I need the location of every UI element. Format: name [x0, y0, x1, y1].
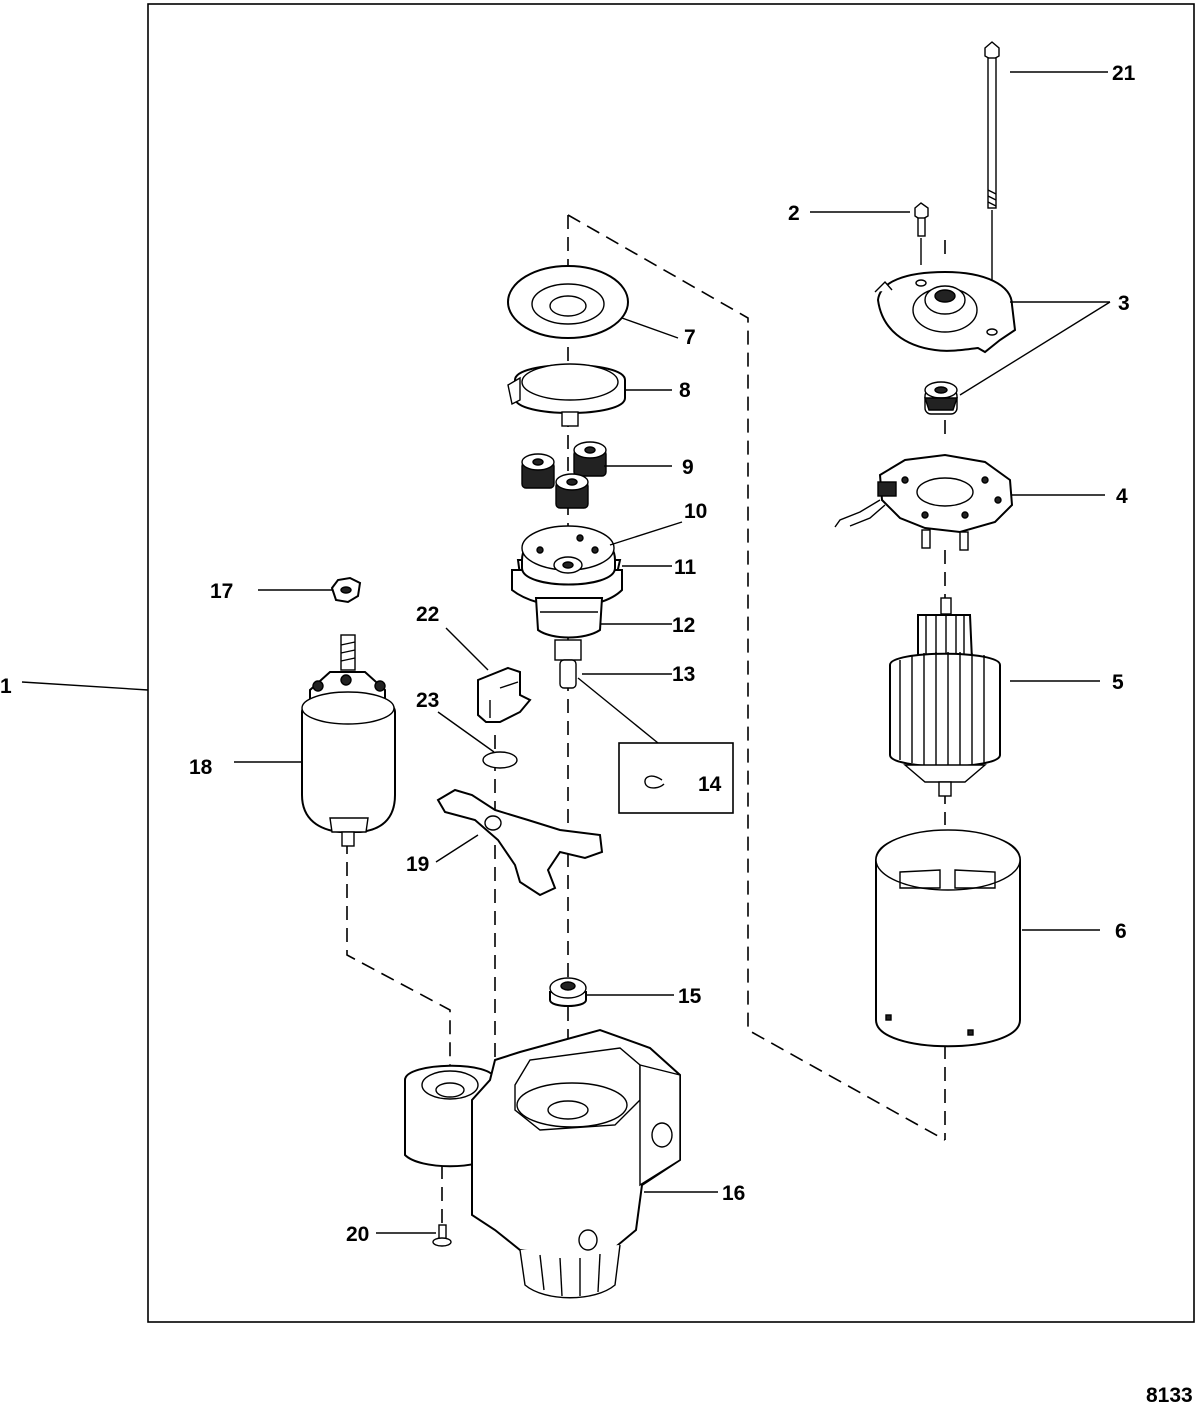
figure-number: 8133: [1146, 1384, 1193, 1406]
callout-13: 13: [672, 663, 695, 686]
solenoid-nut: [330, 576, 362, 604]
callout-15: 15: [678, 985, 702, 1008]
clip-inset: [577, 677, 734, 814]
callout-18: 18: [189, 756, 213, 779]
leader-lines: [21, 71, 1111, 1234]
callout-1: 1: [0, 675, 12, 698]
callout-16: 16: [722, 1182, 745, 1205]
planet-gears: [521, 441, 607, 509]
end-cap-screw: [914, 202, 929, 265]
shift-fork: [436, 788, 604, 897]
plunger-stop: [477, 666, 532, 723]
retainer-ring: [507, 363, 626, 427]
motor-housing: [875, 829, 1021, 1048]
callout-11: 11: [674, 556, 697, 579]
callout-9: 9: [682, 456, 694, 479]
drive-bushing: [549, 977, 587, 1007]
callout-21: 21: [1112, 62, 1136, 85]
armature: [889, 597, 1001, 797]
bearing: [924, 381, 958, 415]
callout-5: 5: [1112, 671, 1124, 694]
callout-23: 23: [416, 689, 439, 712]
callout-4: 4: [1116, 485, 1128, 508]
brush-plate: [834, 453, 1014, 551]
diagram-frame: [147, 3, 1195, 1323]
callout-20: 20: [346, 1223, 369, 1246]
through-bolt: [984, 41, 1000, 330]
callout-3: 3: [1118, 292, 1130, 315]
gear-housing-assembly: [511, 525, 623, 689]
callout-17: 17: [210, 580, 233, 603]
callout-10: 10: [684, 500, 707, 523]
housing-screw: [432, 1224, 452, 1247]
callout-8: 8: [679, 379, 691, 402]
commutator-end-cap: [874, 270, 1017, 354]
drive-end-housing: [404, 1028, 681, 1299]
washer: [482, 751, 518, 769]
callout-6: 6: [1115, 920, 1127, 943]
drive-shield: [507, 265, 629, 339]
solenoid: [301, 634, 396, 847]
callout-22: 22: [416, 603, 439, 626]
callout-7: 7: [684, 326, 696, 349]
callout-19: 19: [406, 853, 429, 876]
callout-14: 14: [698, 773, 722, 796]
callout-2: 2: [788, 202, 800, 225]
callout-12: 12: [672, 614, 695, 637]
callout-labels: 1 2 3 4 5 6 7 8 9 10 11 12 13 14 15 16 1…: [0, 62, 1193, 1406]
